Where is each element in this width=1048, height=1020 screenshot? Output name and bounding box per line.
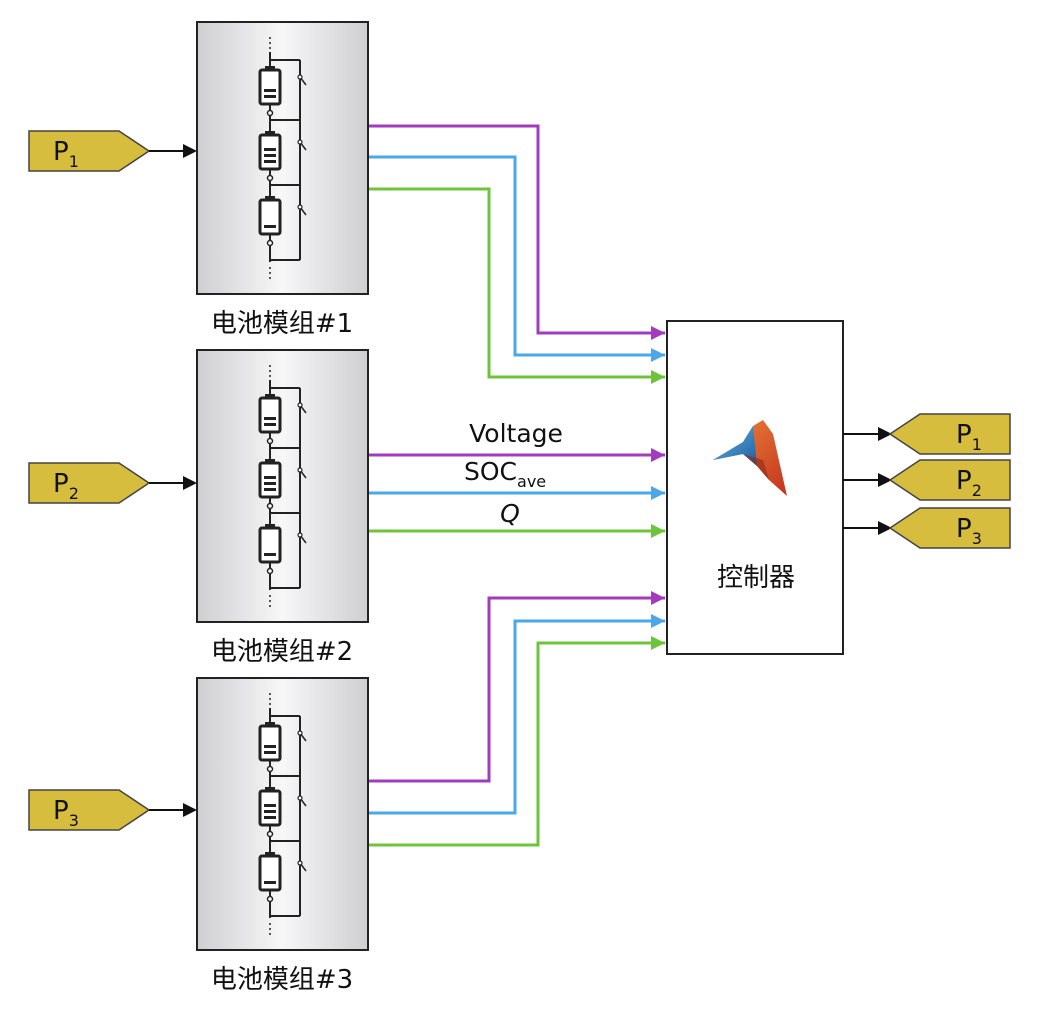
input-tag-3: P3	[28, 789, 151, 831]
input-arrow-1	[183, 144, 197, 158]
input-tag-2: P2	[28, 462, 151, 504]
input-arrow-2	[183, 476, 197, 490]
battery-string-icon	[258, 37, 307, 282]
battery-module-3: 电池模组#3	[196, 677, 369, 995]
input-arrow-3	[183, 803, 197, 817]
signal-labels: Voltage SOCave Q	[464, 419, 563, 528]
wire-m3-voltage	[369, 596, 665, 783]
output-tag-2: P2	[888, 459, 1011, 501]
battery-string-icon	[258, 693, 307, 938]
battery-string-icon	[258, 365, 307, 610]
output-tag-1: P1	[888, 413, 1011, 455]
wire-m1-soc	[369, 155, 665, 357]
module-label: 电池模组#3	[211, 965, 353, 995]
output-tag-3: P3	[888, 507, 1011, 549]
svg-text:P2: P2	[53, 469, 79, 503]
svg-text:P3: P3	[956, 514, 982, 548]
wire-m2-voltage-arrow	[651, 448, 665, 462]
wire-m1-soc-arrow	[651, 348, 665, 362]
battery-modules: 电池模组#1 电池模组#2 电池模组#3	[196, 21, 369, 995]
soc-label-base: SOC	[464, 457, 517, 486]
wire-m1-voltage	[369, 124, 665, 335]
wire-m2-q-arrow	[651, 524, 665, 538]
controller-block: 控制器	[666, 320, 844, 655]
controller-label: 控制器	[717, 563, 795, 593]
battery-module-1: 电池模组#1	[196, 21, 369, 339]
svg-text:P2: P2	[956, 466, 982, 500]
signal-wires	[369, 124, 665, 847]
wire-m2-soc-arrow	[651, 486, 665, 500]
soc-label-sub: ave	[517, 472, 546, 491]
wire-m1-voltage-arrow	[651, 326, 665, 340]
svg-text:P3: P3	[53, 796, 79, 830]
matlab-logo-icon	[713, 420, 787, 496]
svg-text:P1: P1	[956, 420, 982, 454]
wire-m1-q	[369, 187, 665, 379]
q-label: Q	[500, 499, 520, 528]
wire-m1-q-arrow	[651, 370, 665, 384]
output-arrow-3	[878, 521, 892, 535]
voltage-label: Voltage	[469, 419, 563, 448]
wire-m3-soc	[369, 619, 665, 815]
wire-m3-voltage-arrow	[651, 591, 665, 605]
wire-m3-q	[369, 641, 665, 847]
module-label: 电池模组#1	[211, 309, 353, 339]
wire-m3-soc-arrow	[651, 614, 665, 628]
output-arrow-1	[878, 427, 892, 441]
output-arrow-2	[878, 473, 892, 487]
wire-m3-q-arrow	[651, 636, 665, 650]
battery-module-2: 电池模组#2	[196, 349, 369, 667]
soc-label: SOCave	[464, 457, 546, 491]
module-label: 电池模组#2	[211, 637, 353, 667]
input-tag-1: P1	[28, 130, 151, 172]
svg-text:P1: P1	[53, 137, 79, 171]
